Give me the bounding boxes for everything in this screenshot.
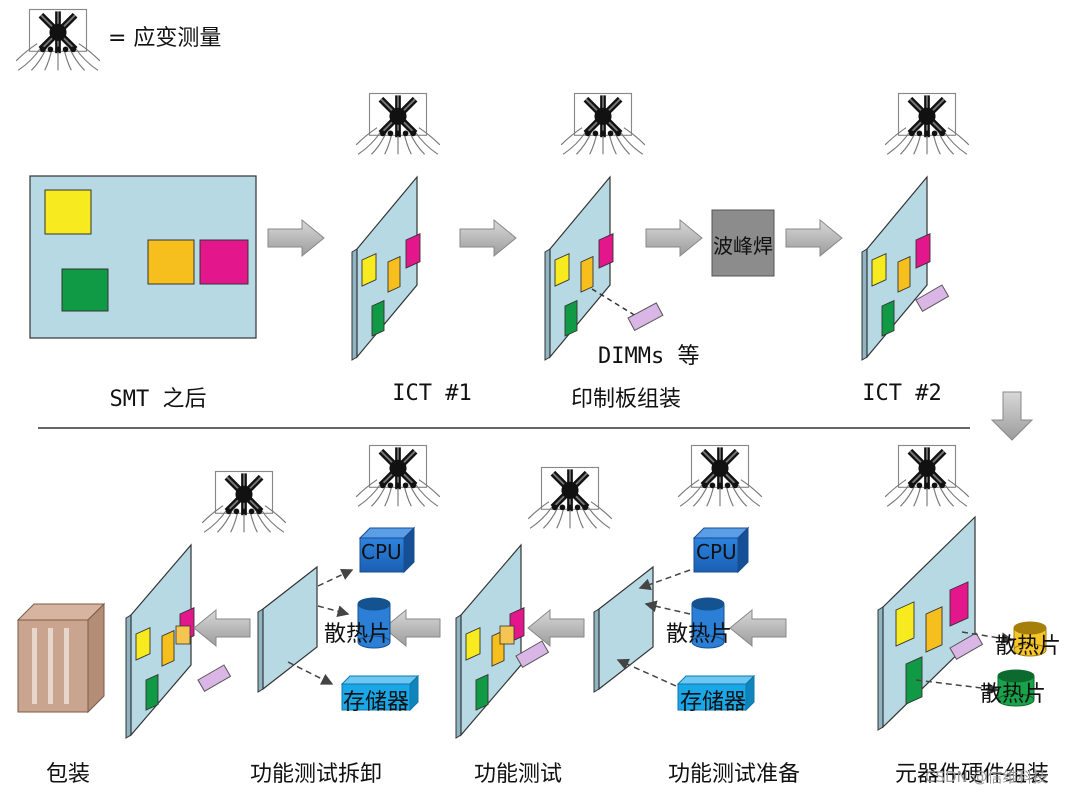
chip-yellow <box>465 627 481 661</box>
arrow-wave-to-ict2 <box>785 218 843 258</box>
board-ict1 <box>351 175 421 361</box>
heatsink-cylinder-green <box>997 669 1035 707</box>
arrow-assembly-to-wave <box>645 218 703 258</box>
dashed-arrow-removal-heatsink <box>317 605 350 618</box>
chip-green <box>881 299 895 337</box>
smt-orange-chip <box>147 239 195 285</box>
strain-gauge-icon-ict2 <box>884 92 970 155</box>
strain-gauge-icon-hw-assembly <box>884 444 970 507</box>
dashed-arrow-removal-cpu <box>317 569 354 587</box>
dimm-part <box>627 302 664 332</box>
step-label-ft: 功能测试 <box>473 762 563 787</box>
strain-gauge-icon-ft-removal <box>201 470 287 533</box>
strain-gauge-icon-ft <box>527 466 613 529</box>
legend-strain-gauge-icon <box>15 8 101 71</box>
dimm-label: DIMMs 等 <box>598 344 700 369</box>
board-ft-prep-blank <box>593 565 654 693</box>
arrow-ict1-to-assembly <box>459 218 517 258</box>
dashed-arrow-hw-heatsink-2 <box>915 679 1000 695</box>
smt-magenta-chip <box>199 239 249 285</box>
chip-yellow <box>554 253 570 287</box>
arrow-to-ft-prep <box>729 608 787 648</box>
dimm-part-hw-assembly <box>949 632 984 660</box>
board-pcb-assembly <box>544 175 614 361</box>
strain-gauge-icon-cpu-left <box>355 444 441 507</box>
strain-gauge-icon-ict1 <box>355 92 441 155</box>
heatsink-label-hw-2: 散热片 <box>980 682 1047 707</box>
wave-solder-label: 波峰焊 <box>713 234 773 258</box>
dashed-arrow-prep-cpu <box>638 569 691 591</box>
chip-green <box>145 673 159 711</box>
smt-green-chip <box>61 268 109 312</box>
arrow-to-package <box>193 608 251 648</box>
down-arrow <box>990 391 1034 441</box>
package-box <box>16 602 106 714</box>
arrow-smt-to-ict1 <box>267 218 325 258</box>
smt-board <box>29 175 257 339</box>
chip-green <box>371 299 385 337</box>
dashed-arrow-prep-memory <box>616 658 677 687</box>
chip-green <box>905 656 923 705</box>
chip-yellow <box>871 253 887 287</box>
arrow-to-ft-removal <box>383 608 441 648</box>
dimm-part-package <box>197 664 232 692</box>
step-label-ft-prep: 功能测试准备 <box>667 762 801 787</box>
chip-magenta <box>949 581 969 627</box>
step-label-hw-assembly: 元器件硬件组装 <box>894 762 1050 787</box>
chip-green <box>564 299 578 337</box>
dashed-arrow-hw-heatsink-1 <box>961 631 1014 645</box>
chip-orange <box>161 629 175 667</box>
chip-magenta <box>405 233 421 269</box>
mini-chip-ft <box>499 625 515 645</box>
memory-slab-left <box>340 674 420 712</box>
chip-orange <box>925 606 943 653</box>
memory-slab-right <box>676 674 756 712</box>
board-ict2 <box>861 175 931 361</box>
cpu-cube-right <box>692 526 750 574</box>
chip-yellow <box>361 253 377 287</box>
dashed-arrow-prep-heatsink <box>644 600 691 615</box>
chip-magenta <box>598 233 614 269</box>
heatsink-label-hw-1: 散热片 <box>995 634 1062 659</box>
board-ft-removal-blank <box>257 565 318 693</box>
dimm-part-ft <box>515 640 550 668</box>
watermark: CSDN @信维科技 <box>925 768 1048 786</box>
heatsink-cylinder-right <box>691 597 725 649</box>
heatsink-cylinder-left <box>357 597 391 649</box>
memory-label-left: 存储器 <box>343 690 410 715</box>
step-label-pcb-assembly: 印制板组装 <box>570 387 682 412</box>
strain-gauge-icon-pcb-assembly <box>560 92 646 155</box>
smt-yellow-chip <box>44 189 92 235</box>
chip-yellow <box>135 627 151 661</box>
board-package <box>125 543 195 739</box>
dimm-part-ict2 <box>915 284 950 312</box>
wave-solder-box <box>711 209 775 277</box>
step-label-smt: SMT 之后 <box>109 387 207 412</box>
memory-label-right: 存储器 <box>680 690 747 715</box>
chip-yellow <box>895 601 915 647</box>
chip-orange <box>580 255 594 293</box>
chip-magenta <box>915 233 931 269</box>
heatsink-cylinder-yellow <box>1013 621 1047 657</box>
strain-gauge-icon-cpu-right <box>677 444 763 507</box>
chip-green <box>475 673 489 711</box>
cpu-label-right: CPU <box>696 540 737 564</box>
board-hw-assembly <box>877 515 976 731</box>
arrow-to-ft <box>527 608 585 648</box>
step-label-ft-removal: 功能测试拆卸 <box>249 762 383 787</box>
step-label-ict2: ICT #2 <box>862 381 942 406</box>
chip-orange <box>387 255 401 293</box>
heatsink-label-left: 散热片 <box>324 622 391 647</box>
chip-orange <box>897 255 911 293</box>
mini-chip-package <box>175 625 191 645</box>
heatsink-label-right: 散热片 <box>666 622 733 647</box>
dashed-arrow-removal-memory <box>287 661 334 685</box>
cpu-cube-left <box>358 526 416 574</box>
legend-text: = 应变测量 <box>108 26 222 51</box>
cpu-label-left: CPU <box>361 540 402 564</box>
step-label-package: 包装 <box>45 762 91 787</box>
step-label-ict1: ICT #1 <box>392 381 472 406</box>
